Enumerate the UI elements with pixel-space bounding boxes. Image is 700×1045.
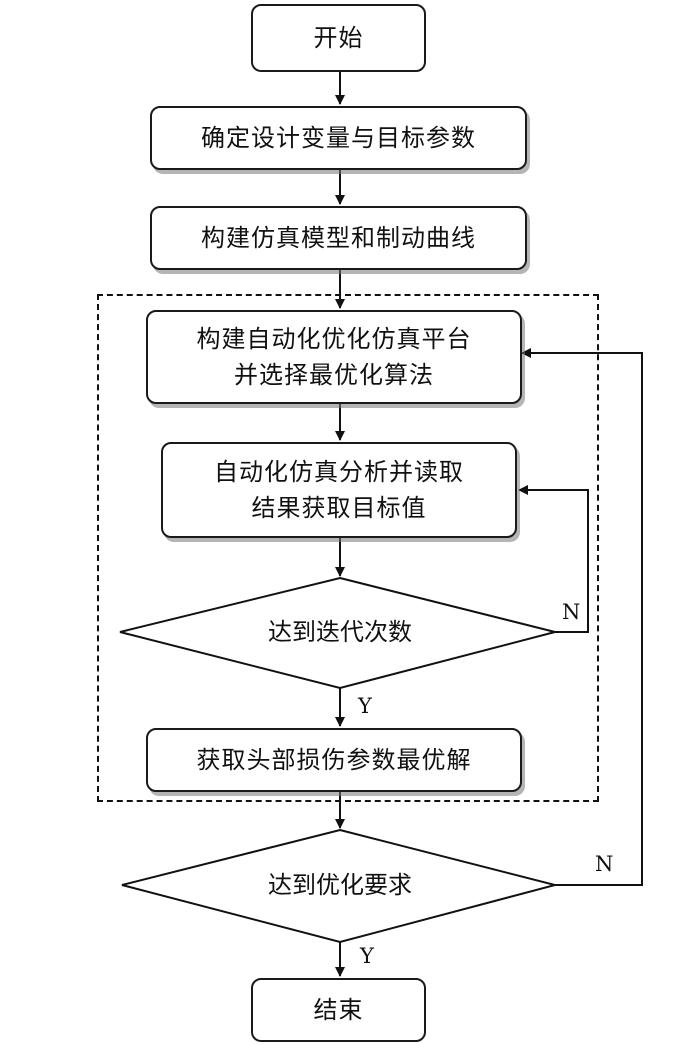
opt-check-diamond [121, 828, 559, 944]
end-node: 结束 [251, 978, 426, 1042]
loop-iter-no [518, 485, 589, 633]
opt-check-label: 达到优化要求 [268, 871, 412, 899]
build-model-label: 构建仿真模型和制动曲线 [201, 224, 476, 252]
build-platform-node: 构建自动化优化仿真平台并选择最优化算法 [146, 310, 522, 404]
best-solution-node: 获取头部损伤参数最优解 [146, 728, 522, 792]
opt-yes-label: Y [360, 944, 374, 968]
simulation-analysis-label: 自动化仿真分析并读取结果获取目标值 [214, 458, 464, 522]
start-label: 开始 [313, 24, 364, 52]
loop-opt-no [521, 348, 643, 886]
end-label: 结束 [313, 996, 364, 1024]
define-variables-label: 确定设计变量与目标参数 [201, 124, 476, 152]
iter-check-diamond [119, 576, 556, 690]
iter-check-label: 达到迭代次数 [268, 618, 412, 646]
optimization-loop-frame [97, 294, 599, 802]
iter-no-label: N [562, 600, 581, 624]
best-solution-label: 获取头部损伤参数最优解 [196, 746, 472, 774]
simulation-analysis-node: 自动化仿真分析并读取结果获取目标值 [161, 442, 517, 538]
build-platform-label: 构建自动化优化仿真平台并选择最优化算法 [196, 325, 472, 389]
start-node: 开始 [251, 4, 426, 72]
build-model-node: 构建仿真模型和制动曲线 [150, 206, 527, 270]
opt-no-label: N [595, 852, 614, 876]
define-variables-node: 确定设计变量与目标参数 [150, 106, 527, 170]
iter-yes-label: Y [358, 694, 372, 718]
